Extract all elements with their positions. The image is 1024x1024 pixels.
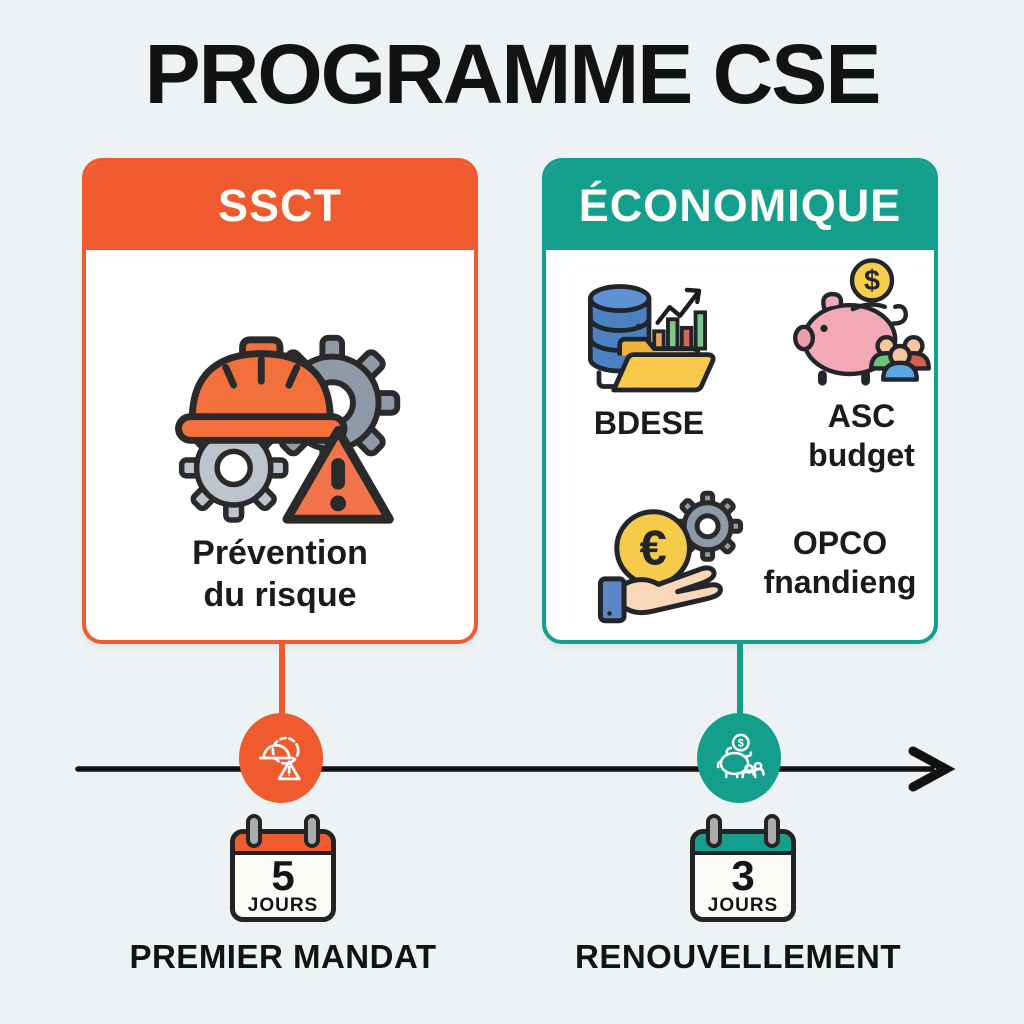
- opco-label: OPCO fnandieng: [742, 524, 934, 602]
- card-ssct: SSCT Prévention du risque: [82, 158, 478, 644]
- opco-label-line1: OPCO: [792, 525, 888, 561]
- card-economique-header: ÉCONOMIQUE: [546, 162, 934, 250]
- bdese-item: BDESE: [554, 276, 744, 443]
- calendar-ring-icon: [706, 814, 722, 848]
- calendar-unit: JOURS: [247, 895, 319, 916]
- page-title: PROGRAMME CSE: [144, 27, 882, 121]
- label-premier-mandat: PREMIER MANDAT: [129, 938, 437, 975]
- connector-ssct: [279, 642, 285, 722]
- ssct-caption: Prévention du risque: [86, 532, 474, 616]
- asc-budget-item: $: [784, 258, 934, 475]
- calendar-ring-icon: [304, 814, 320, 848]
- calendar-3-jours: 3 JOURS: [690, 814, 796, 922]
- card-economique: ÉCONOMIQUE: [542, 158, 938, 644]
- milestone-marker-premier-mandat: [239, 713, 323, 803]
- connector-economique: [737, 642, 743, 722]
- asc-budget-label: ASC budget: [784, 397, 934, 475]
- label-renouvellement: RENOUVELLEMENT: [574, 938, 901, 975]
- piggy-bank-people-icon: $: [792, 258, 931, 386]
- dollar-glyph-small: $: [738, 738, 744, 750]
- euro-glyph: €: [639, 521, 666, 575]
- calendar-number: 5: [271, 851, 295, 899]
- helmet-gear-warning-icon: [156, 328, 404, 530]
- calendar-ring-icon: [764, 814, 780, 848]
- dollar-glyph: $: [863, 265, 879, 297]
- calendar-5-jours: 5 JOURS: [230, 814, 336, 922]
- euro-gear-hand-icon: €: [597, 488, 763, 624]
- opco-label-line2: fnandieng: [763, 564, 917, 601]
- bdese-label: BDESE: [593, 405, 705, 441]
- database-chart-folder-icon: [587, 284, 716, 393]
- arrowhead-icon: [908, 746, 956, 792]
- asc-label-line2: budget: [808, 437, 915, 474]
- calendar-unit: JOURS: [707, 895, 779, 916]
- card-ssct-header: SSCT: [86, 162, 474, 250]
- timeline-axis: [75, 746, 956, 792]
- calendar-ring-icon: [246, 814, 262, 848]
- opco-item-icon: €: [594, 488, 764, 634]
- calendar-number: 3: [731, 851, 755, 899]
- ssct-caption-line1: Prévention: [192, 534, 368, 572]
- card-ssct-body: Prévention du risque: [86, 250, 474, 640]
- milestone-marker-renouvellement: $: [697, 713, 781, 803]
- helmet-gear-warning-outline-icon: [258, 736, 301, 781]
- card-economique-body: BDESE $: [546, 250, 934, 640]
- asc-label-line1: ASC: [827, 398, 896, 434]
- ssct-caption-line2: du risque: [203, 576, 357, 615]
- piggy-bank-outline-icon: $: [716, 733, 765, 779]
